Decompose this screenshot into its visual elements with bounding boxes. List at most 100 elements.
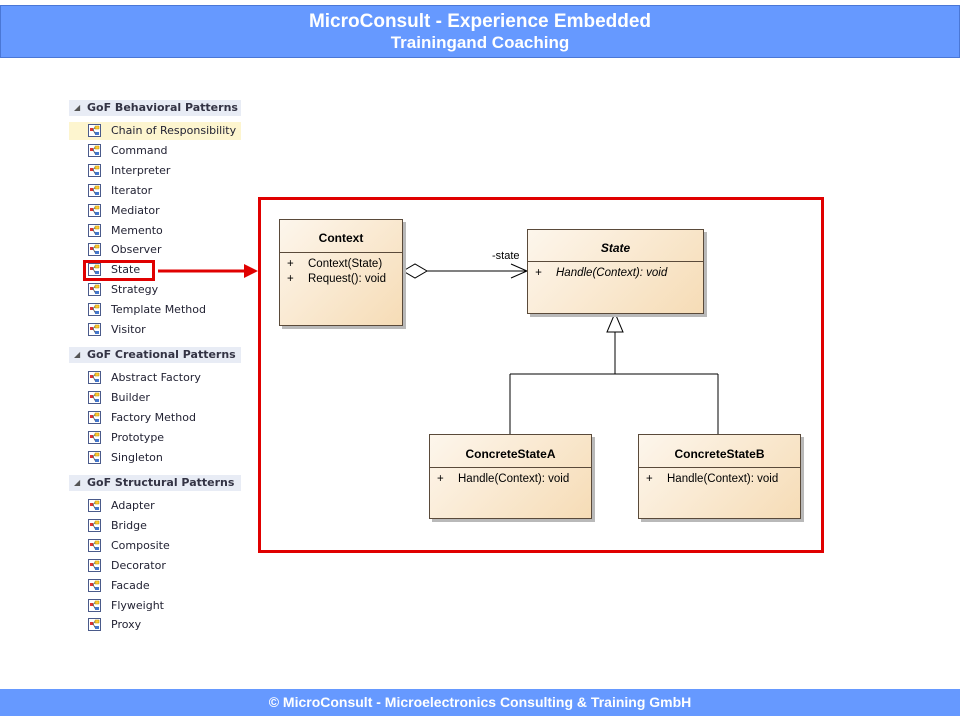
pattern-icon xyxy=(88,499,101,512)
collapse-triangle-icon[interactable]: ◢ xyxy=(74,103,81,112)
tree-item-label: Chain of Responsibility xyxy=(111,124,237,137)
collapse-triangle-icon[interactable]: ◢ xyxy=(74,478,81,487)
pattern-icon xyxy=(88,518,101,532)
class-divider xyxy=(639,467,800,468)
pattern-icon xyxy=(88,263,101,277)
class-name: ConcreteStateA xyxy=(465,447,556,461)
tree-item[interactable]: Adapter xyxy=(69,497,241,515)
tree-item-label: Decorator xyxy=(111,558,166,572)
collapse-triangle-icon[interactable]: ◢ xyxy=(74,350,81,359)
tree-item[interactable]: Decorator xyxy=(69,557,241,575)
tree-item[interactable]: Flyweight xyxy=(69,597,241,615)
tree-item-label: Visitor xyxy=(111,323,146,336)
tree-item[interactable]: Interpreter xyxy=(69,162,241,180)
tree-group-header[interactable]: ◢ GoF Creational Patterns xyxy=(69,347,241,363)
pattern-icon xyxy=(88,558,101,572)
association-role-label: -state xyxy=(492,250,520,262)
pattern-icon xyxy=(88,598,101,612)
pattern-icon xyxy=(88,371,101,384)
tree-item-label: Iterator xyxy=(111,183,153,197)
tree-item[interactable]: Observer xyxy=(69,241,241,259)
operation-signature: Handle(Context): void xyxy=(556,267,668,279)
tree-item[interactable]: Facade xyxy=(69,577,241,595)
tree-item[interactable]: Mediator xyxy=(69,202,241,220)
diagram-frame xyxy=(258,197,824,553)
pattern-icon xyxy=(88,124,101,137)
pattern-icon xyxy=(88,303,101,317)
operation-signature: Handle(Context): void xyxy=(667,473,779,485)
tree-item[interactable]: Visitor xyxy=(69,321,241,339)
class-concrete-state-a: ConcreteStateA +Handle(Context): void xyxy=(429,434,592,519)
tree-item-label: Composite xyxy=(111,538,170,552)
pattern-icon xyxy=(88,450,101,464)
tree-item-label: Mediator xyxy=(111,203,160,217)
tree-group-label: GoF Structural Patterns xyxy=(87,476,235,489)
pattern-icon xyxy=(88,323,101,336)
tree-item[interactable]: Chain of Responsibility xyxy=(69,122,241,140)
tree-item[interactable]: Composite xyxy=(69,537,241,555)
title-line: MicroConsult - Experience Embedded xyxy=(308,11,652,32)
tree-group-header[interactable]: ◢ GoF Behavioral Patterns xyxy=(69,100,241,116)
tree-item[interactable]: Command xyxy=(69,142,241,160)
tree-item-label: Memento xyxy=(111,223,163,237)
tree-item[interactable]: Bridge xyxy=(69,517,241,535)
tree-item-label: Template Method xyxy=(111,303,206,317)
tree-group-label: GoF Creational Patterns xyxy=(87,348,236,361)
tree-item[interactable]: Iterator xyxy=(69,182,241,200)
class-operation: +Handle(Context): void xyxy=(646,473,778,485)
tree-item-label: Factory Method xyxy=(111,410,196,424)
operation-signature: Context(State) xyxy=(308,258,383,270)
class-operation: +Handle(Context): void xyxy=(437,473,569,485)
pattern-icon xyxy=(88,243,101,257)
tree-group-label: GoF Behavioral Patterns xyxy=(87,101,238,114)
tree-item-label: Interpreter xyxy=(111,163,171,177)
tree-item[interactable]: Factory Method xyxy=(69,409,241,427)
subtitle-line: Trainingand Coaching xyxy=(390,33,570,52)
tree-item-label: Strategy xyxy=(111,283,159,297)
title-banner: MicroConsult - Experience Embedded Train… xyxy=(0,5,960,58)
tree-item[interactable]: Proxy xyxy=(69,616,241,634)
class-operation: + Handle(Context): void xyxy=(535,267,667,279)
class-divider xyxy=(280,252,402,253)
pattern-icon xyxy=(88,223,101,237)
tree-item[interactable]: Singleton xyxy=(69,449,241,467)
pattern-icon xyxy=(88,410,101,424)
class-name: Context xyxy=(318,231,364,245)
tree-item-label: Observer xyxy=(111,243,162,257)
class-operation: +Context(State) xyxy=(287,258,382,270)
tree-item-label: Singleton xyxy=(111,450,163,464)
class-state: State + Handle(Context): void xyxy=(527,229,704,314)
pattern-icon xyxy=(88,203,101,217)
class-divider xyxy=(430,467,591,468)
tree-item[interactable]: Builder xyxy=(69,389,241,407)
tree-item-label: Prototype xyxy=(111,430,165,444)
class-context: Context +Context(State) + Request(): void xyxy=(279,219,403,326)
pattern-icon xyxy=(88,143,101,157)
tree-group-header[interactable]: ◢ GoF Structural Patterns xyxy=(69,475,241,491)
pattern-icon xyxy=(88,183,101,197)
state-highlight-box xyxy=(83,260,155,281)
operation-signature: Request(): void xyxy=(308,273,386,285)
tree-item[interactable]: Template Method xyxy=(69,301,241,319)
operation-signature: Handle(Context): void xyxy=(458,473,570,485)
class-name: State xyxy=(600,241,631,255)
tree-item[interactable]: Strategy xyxy=(69,281,241,299)
class-name: ConcreteStateB xyxy=(674,447,765,461)
pattern-icon xyxy=(88,390,101,404)
tree-item[interactable]: Prototype xyxy=(69,429,241,447)
tree-item[interactable]: Abstract Factory xyxy=(69,369,241,387)
pattern-icon xyxy=(88,618,101,632)
class-operation: + Request(): void xyxy=(287,273,386,285)
tree-item[interactable]: Memento xyxy=(69,222,241,240)
pattern-icon xyxy=(88,538,101,552)
footer-banner: © MicroConsult - Microelectronics Consul… xyxy=(0,689,960,716)
visibility-marker: + xyxy=(287,273,294,285)
tree-item[interactable]: State xyxy=(69,261,241,279)
class-divider xyxy=(528,261,703,262)
tree-item-label: Command xyxy=(111,143,168,157)
class-concrete-state-b: ConcreteStateB +Handle(Context): void xyxy=(638,434,801,519)
visibility-marker: + xyxy=(535,267,542,279)
pattern-icon xyxy=(88,283,101,297)
pattern-icon xyxy=(88,430,101,444)
